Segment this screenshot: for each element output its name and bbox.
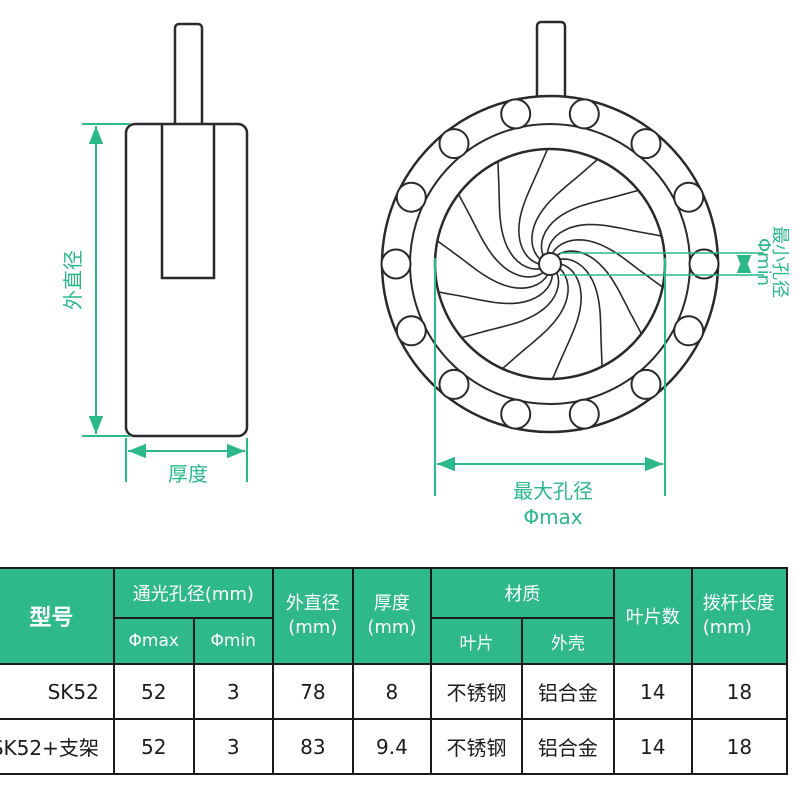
ring-hole — [673, 181, 705, 213]
cell-lever-length: 18 — [690, 663, 789, 720]
cell-shell: 铝合金 — [520, 663, 615, 720]
header-model: 型号 — [0, 567, 115, 665]
header-material: 材质 — [430, 567, 615, 619]
min-aperture-label: 最小孔径 — [769, 226, 790, 298]
ring-hole — [673, 315, 705, 347]
min-aperture-symbol: Φmin — [753, 238, 774, 286]
ring-hole — [500, 98, 532, 130]
cell-thickness: 8 — [351, 663, 433, 720]
max-aperture-label: 最大孔径 — [513, 479, 593, 503]
front-view-lever — [535, 20, 567, 106]
cell-lever-length: 18 — [690, 718, 789, 775]
ring-hole — [380, 248, 412, 280]
ring-hole — [630, 128, 662, 160]
iris-blade — [546, 223, 662, 254]
header-lever-length: 拨杆长度(mm) — [690, 567, 789, 665]
ring-hole — [568, 398, 600, 430]
cell-blade: 不锈钢 — [430, 663, 523, 720]
spec-table: 型号 通光孔径(mm) 外直径(mm) 厚度(mm) 材质 叶片数 拨杆长度(m… — [0, 567, 789, 775]
max-aperture-dimension: 最大孔径 Φmax — [434, 258, 666, 529]
iris-blade — [556, 250, 643, 335]
header-outer-diameter-text: 外直径(mm) — [285, 593, 340, 638]
outer-diameter-dimension: 外直径 — [61, 123, 130, 437]
cell-phi-max: 52 — [112, 663, 195, 720]
ring-holes — [380, 98, 720, 430]
cell-phi-min: 3 — [192, 663, 274, 720]
iris-blade — [497, 161, 541, 270]
min-aperture-dimension: Φmin 最小孔径 — [560, 226, 790, 298]
ring-hole — [500, 398, 532, 430]
header-outer-diameter: 外直径(mm) — [271, 567, 354, 665]
header-blade-count: 叶片数 — [612, 567, 693, 665]
ring-hole — [630, 368, 662, 400]
cell-model: SK52+支架 — [0, 718, 115, 775]
side-view-lever — [173, 22, 204, 140]
thickness-dimension: 厚度 — [125, 438, 248, 486]
side-view-body — [124, 122, 249, 438]
ring-hole — [438, 128, 470, 160]
iris-blades — [436, 148, 664, 380]
table-row: SK52 52 3 78 8 不锈钢 铝合金 14 18 — [0, 663, 789, 720]
iris-blade — [517, 148, 549, 265]
iris-blade — [438, 274, 554, 305]
ring-hole — [395, 315, 427, 347]
ring-hole — [688, 248, 720, 280]
side-view — [124, 22, 249, 438]
iris-blade — [457, 193, 544, 278]
header-phi-min: Φmin — [192, 617, 274, 665]
iris-blade — [540, 189, 639, 256]
cell-blade-count: 14 — [612, 718, 693, 775]
iris-blade — [461, 272, 560, 339]
side-view-slot — [160, 124, 216, 280]
outer-diameter-label: 外直径 — [61, 250, 85, 310]
table-row: SK52+支架 52 3 83 9.4 不锈钢 铝合金 14 18 — [0, 718, 789, 775]
header-phi-max: Φmax — [112, 617, 195, 665]
max-aperture-symbol: Φmax — [523, 505, 582, 529]
cell-thickness: 9.4 — [351, 718, 433, 775]
thickness-label: 厚度 — [168, 462, 208, 486]
iris-blade — [531, 158, 599, 260]
header-aperture: 通光孔径(mm) — [112, 567, 274, 619]
technical-drawing: 外直径 厚度 Φmin 最小孔径 最大孔径 Φmax — [61, 20, 790, 529]
cell-phi-max: 52 — [112, 718, 195, 775]
cell-phi-min: 3 — [192, 718, 274, 775]
header-thickness: 厚度(mm) — [351, 567, 433, 665]
cell-shell: 铝合金 — [520, 718, 615, 775]
cell-model: SK52 — [0, 663, 115, 720]
front-view — [380, 20, 720, 434]
header-shell: 外壳 — [520, 617, 615, 665]
cell-outer-diameter: 78 — [271, 663, 354, 720]
iris-blade — [559, 258, 603, 367]
iris-aperture — [538, 252, 562, 276]
ring-hole — [568, 98, 600, 130]
header-lever-length-text: 拨杆长度(mm) — [702, 593, 775, 638]
iris-blade — [551, 263, 583, 380]
cell-blade: 不锈钢 — [430, 718, 523, 775]
header-blade: 叶片 — [430, 617, 523, 665]
ring-hole — [438, 368, 470, 400]
cell-blade-count: 14 — [612, 663, 693, 720]
iris-blade — [436, 240, 549, 290]
cell-outer-diameter: 83 — [271, 718, 354, 775]
header-thickness-text: 厚度(mm) — [367, 593, 417, 638]
ring-hole — [395, 181, 427, 213]
iris-blade — [501, 268, 569, 370]
